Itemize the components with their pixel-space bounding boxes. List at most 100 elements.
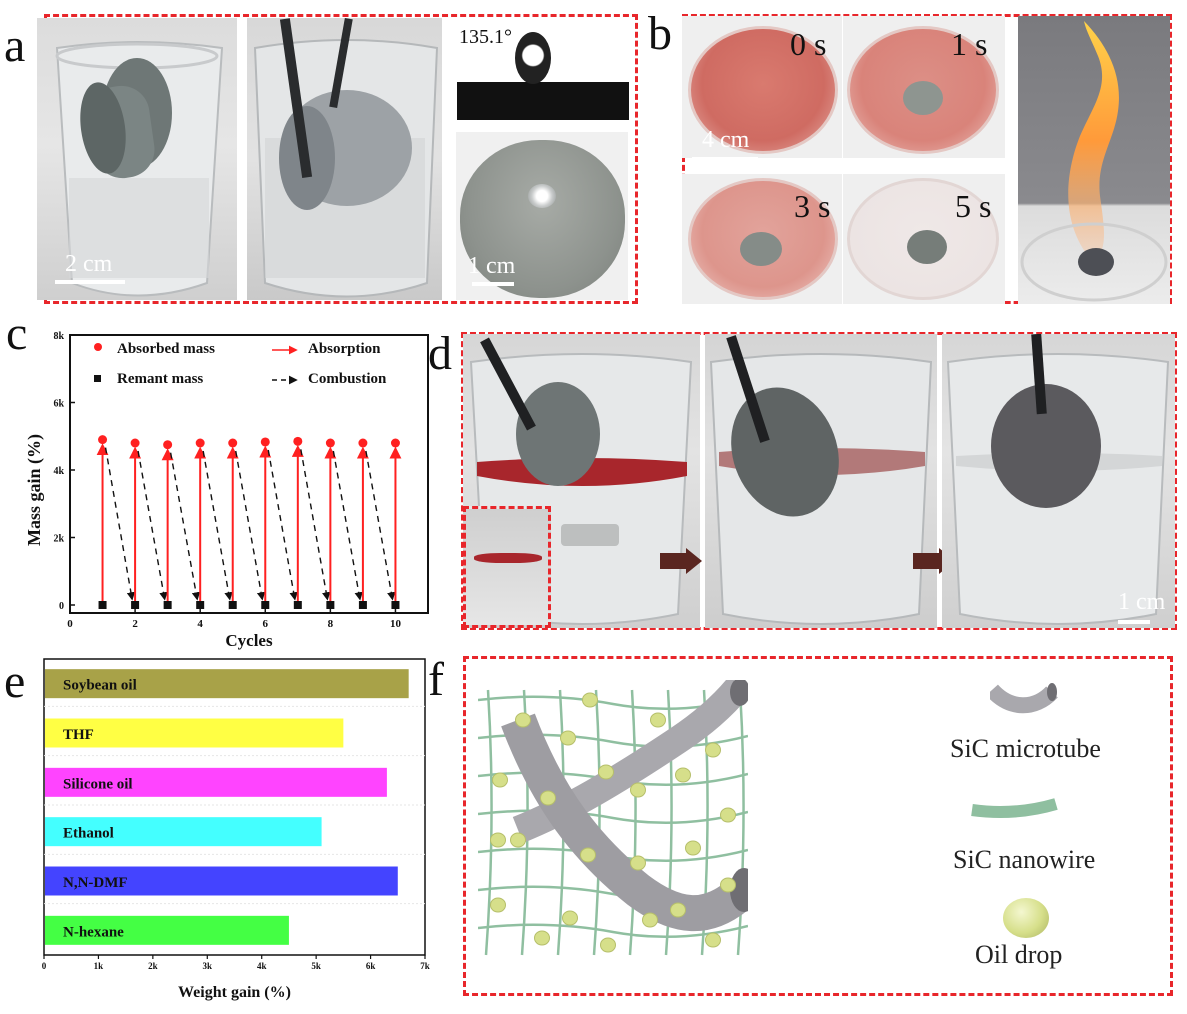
absorbed-mass-point bbox=[325, 438, 335, 448]
oil-drop bbox=[642, 912, 658, 928]
nanowire bbox=[478, 809, 748, 825]
legend-marker-remnant bbox=[94, 375, 101, 382]
x-tick-label: 2k bbox=[148, 961, 158, 971]
oil-drop bbox=[562, 910, 578, 926]
bar-label: THF bbox=[63, 727, 94, 743]
absorbed-mass-point bbox=[228, 438, 238, 448]
legend-label: Oil drop bbox=[975, 940, 1063, 969]
oil-layer bbox=[474, 553, 542, 563]
x-tick-label: 7k bbox=[420, 961, 430, 971]
remnant-mass-point bbox=[326, 601, 335, 609]
bar-label: N,N-DMF bbox=[63, 875, 128, 891]
legend-label: Combustion bbox=[308, 371, 387, 387]
beaker-illustration bbox=[946, 334, 1170, 625]
nanowire bbox=[484, 689, 493, 956]
scale-bar bbox=[55, 280, 125, 284]
red-oil-dish bbox=[847, 26, 999, 154]
combustion-arrow bbox=[235, 450, 266, 601]
time-label: 0 s bbox=[790, 26, 827, 62]
bar bbox=[45, 866, 398, 896]
y-axis-label: Mass gain (%) bbox=[24, 434, 45, 546]
remnant-mass-point bbox=[98, 601, 107, 609]
oil-drop bbox=[534, 930, 550, 946]
petri-dish-1s: 1 s bbox=[843, 16, 1005, 158]
beaker-step-2 bbox=[705, 334, 937, 628]
bar-label: Soybean oil bbox=[63, 678, 137, 694]
contact-angle-value: 135.1° bbox=[459, 26, 512, 48]
plot-frame bbox=[43, 658, 426, 956]
x-tick-label: 8 bbox=[328, 618, 334, 630]
combustion-arrow bbox=[365, 450, 396, 601]
combustion-arrow bbox=[169, 452, 201, 601]
water-drop bbox=[528, 184, 556, 208]
oil-drop bbox=[630, 782, 646, 798]
oil-drop bbox=[675, 767, 691, 783]
x-tick-label: 2 bbox=[132, 618, 138, 630]
microtube-icon bbox=[986, 683, 1058, 714]
nanowire bbox=[478, 923, 748, 939]
x-tick-label: 10 bbox=[390, 618, 402, 630]
legend-label: Absorbed mass bbox=[117, 341, 215, 357]
absorbed-mass-point bbox=[260, 437, 270, 447]
nanowire bbox=[628, 689, 637, 956]
beaker-step-3: 1 cm bbox=[942, 334, 1175, 628]
panel-letter-f: f bbox=[428, 653, 444, 706]
combustion-arrow bbox=[137, 450, 168, 601]
substrate bbox=[457, 82, 629, 120]
nanowire-microtube-schematic bbox=[478, 680, 748, 956]
absorbed-mass-point bbox=[130, 438, 140, 448]
plot-frame bbox=[69, 334, 429, 614]
beaker-photo-submerged-sample bbox=[247, 18, 442, 300]
combustion-arrow bbox=[267, 449, 298, 601]
x-tick-label: 3k bbox=[203, 961, 213, 971]
remnant-mass-point bbox=[163, 601, 172, 609]
oil-drops bbox=[490, 692, 736, 953]
arrow-right-icon bbox=[660, 548, 702, 574]
bar bbox=[45, 817, 322, 847]
bar-label: Ethanol bbox=[63, 826, 114, 842]
x-tick-label: 6 bbox=[263, 618, 269, 630]
oil-drop bbox=[685, 840, 701, 856]
remnant-mass-point bbox=[228, 601, 237, 609]
bar bbox=[45, 718, 344, 748]
oil-drop bbox=[720, 807, 736, 823]
legend-label: Remant mass bbox=[117, 371, 203, 387]
burning-sample-photo bbox=[1018, 16, 1170, 304]
oil-drop bbox=[630, 855, 646, 871]
sample-pellet bbox=[907, 230, 947, 264]
x-tick-label: 6k bbox=[366, 961, 376, 971]
panel-letter-e: e bbox=[4, 655, 26, 708]
nanowire bbox=[736, 689, 745, 956]
sample-pellet bbox=[903, 81, 943, 115]
oil-drop bbox=[490, 832, 506, 848]
legend-label: Absorption bbox=[308, 341, 381, 357]
y-tick-label: 0 bbox=[59, 601, 64, 612]
panel-letter-c: c bbox=[6, 307, 28, 360]
oil-drop bbox=[600, 937, 616, 953]
contact-angle-photo: 135.1° bbox=[457, 18, 629, 120]
microtube-lower bbox=[501, 713, 748, 932]
combustion-arrow bbox=[300, 449, 331, 601]
water-droplet bbox=[515, 32, 551, 84]
beaker-photo-dry-sample: 2 cm bbox=[37, 18, 237, 300]
petri-dish-5s: 5 s bbox=[843, 174, 1005, 304]
panel-d-frame bbox=[461, 332, 1177, 630]
beaker-illustration bbox=[709, 335, 933, 625]
y-tick-label: 8k bbox=[53, 331, 64, 342]
legend-label: SiC microtube bbox=[950, 734, 1101, 763]
absorbed-mass-point bbox=[390, 438, 400, 448]
beaker-step-1 bbox=[463, 334, 700, 628]
remnant-mass-point bbox=[293, 601, 302, 609]
oil-drop bbox=[490, 897, 506, 913]
oil-drop bbox=[720, 877, 736, 893]
sample-pellet bbox=[740, 232, 782, 266]
legend-marker-absorbed bbox=[94, 343, 102, 351]
oil-drop bbox=[650, 712, 666, 728]
nanowire-icon bbox=[971, 798, 1058, 818]
scale-bar bbox=[1118, 620, 1150, 624]
bar bbox=[45, 669, 409, 699]
bar-label: Silicone oil bbox=[63, 776, 133, 792]
oil-drop bbox=[510, 832, 526, 848]
